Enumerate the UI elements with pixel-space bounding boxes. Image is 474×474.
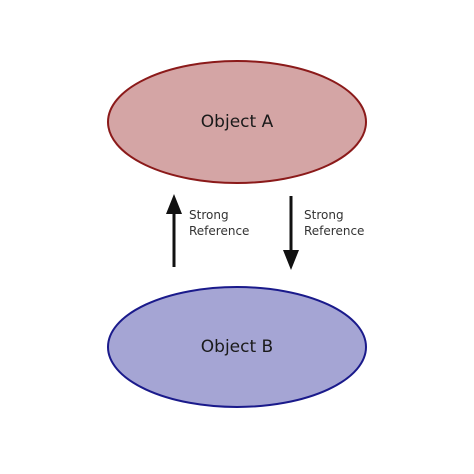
down-arrowhead [283,250,299,270]
object-b-ellipse [107,286,367,408]
reference-a-to-b: Strong Reference [283,196,364,270]
up-arrowhead [166,194,182,214]
reference-a-to-b-label-line1: Strong [304,208,344,222]
reference-a-to-b-label-line2: Reference [304,224,364,238]
object-a-node: Object A [107,60,367,184]
reference-b-to-a-label-line2: Reference [189,224,249,238]
reference-b-to-a-label-line1: Strong [189,208,229,222]
object-a-label: Object A [201,112,274,132]
reference-b-to-a: Strong Reference [166,194,249,267]
object-b-node: Object B [107,286,367,408]
object-a-ellipse [107,60,367,184]
object-b-label: Object B [201,337,273,357]
